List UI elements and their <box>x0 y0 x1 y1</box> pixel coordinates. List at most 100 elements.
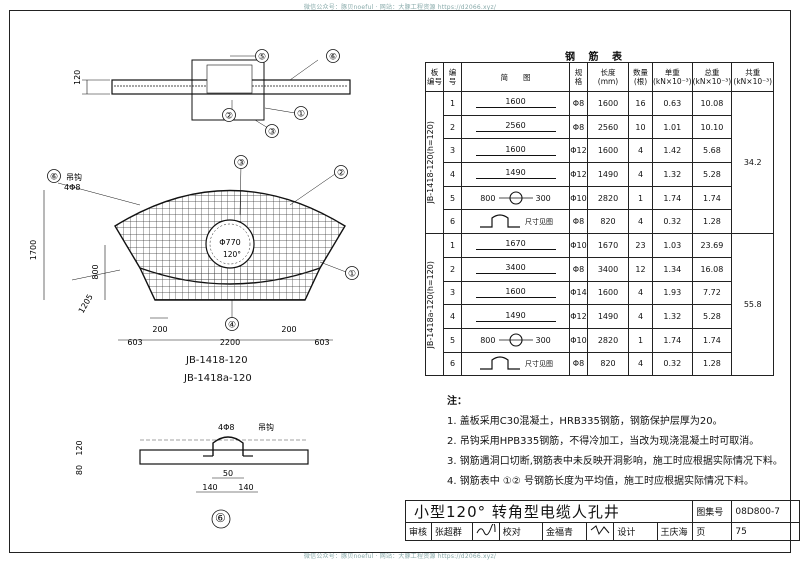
group-1-total: 34.2 <box>731 90 775 235</box>
row-no: 5 <box>443 185 462 211</box>
row-sketch: 800 300 <box>461 327 570 353</box>
callout-3-top: ③ <box>268 128 276 138</box>
rebar-straight-shape: 1490 <box>475 168 556 180</box>
group-2-name: JB-1418a-120(h=120) <box>426 260 435 349</box>
hook-label: 吊钩 <box>66 172 82 182</box>
row-sum: 1.74 <box>691 327 733 353</box>
row-qty: 4 <box>628 138 653 164</box>
row-sketch: 尺寸见图 <box>461 209 570 235</box>
callout-6-plan: ⑥ <box>50 173 58 183</box>
row-spec: Φ12 <box>569 304 588 329</box>
row-length: 1490 <box>587 304 629 329</box>
group-1-name: JB-1418-120(h=120) <box>426 121 435 204</box>
hole-diameter: Φ770 <box>219 238 241 247</box>
page-label: 页 <box>692 522 733 541</box>
ring-dim-a: 800 <box>480 193 496 203</box>
row-unit: 0.63 <box>652 91 693 116</box>
row-sum: 7.72 <box>691 280 733 306</box>
reviewer-signature <box>471 522 500 541</box>
callout-4-plan: ④ <box>228 321 236 331</box>
row-spec: Φ8 <box>569 351 588 377</box>
dim-140-left: 140 <box>202 483 217 492</box>
drawing-title: 小型120° 转角型电缆人孔井 <box>404 500 694 523</box>
row-no: 5 <box>443 327 462 353</box>
row-length: 820 <box>587 351 629 377</box>
row-no: 1 <box>443 91 462 116</box>
dim-120-detail: 120 <box>75 440 84 455</box>
row-length: 1600 <box>587 280 629 306</box>
dim-200-right: 200 <box>281 325 296 334</box>
shape-note: 尺寸见图 <box>525 217 553 226</box>
atlas-number: 08D800-7 <box>731 500 800 523</box>
row-sketch: 1600 <box>461 138 570 164</box>
rebar-straight-shape: 2560 <box>475 121 556 133</box>
callout-2-top: ② <box>225 112 233 122</box>
callout-5-top: ⑤ <box>258 53 266 63</box>
ring-dim-a: 800 <box>480 335 496 345</box>
page-number: 75 <box>731 522 800 541</box>
table-row: 6 尺寸见图 Φ8 820 4 0.32 1.28 <box>426 209 774 235</box>
table-row: 4 1490 Φ12 1490 4 1.32 5.28 <box>426 162 774 187</box>
table-row: 3 1600 Φ14 1600 4 1.93 7.72 <box>426 280 774 306</box>
checker-name: 金福青 <box>541 522 588 541</box>
row-no: 2 <box>443 114 462 140</box>
note-item: 2. 吊钩采用HPB335钢筋，不得冷加工，当改为现浇混凝土时可取消。 <box>447 436 760 447</box>
check-label: 校对 <box>498 522 543 541</box>
row-qty: 4 <box>628 209 653 235</box>
row-unit: 1.74 <box>652 327 693 353</box>
review-label: 审核 <box>405 522 432 541</box>
row-no: 3 <box>443 138 462 164</box>
header-board-no: 板编号 <box>425 62 444 92</box>
row-unit: 1.42 <box>652 138 693 164</box>
row-qty: 4 <box>628 304 653 329</box>
plan-view: Φ770 120° 1700 800 1205 200 200 603 2200… <box>29 155 359 347</box>
detail-title: ⑥ <box>215 511 226 525</box>
header-length: 长度(mm) <box>587 62 629 92</box>
row-no: 3 <box>443 280 462 306</box>
row-spec: Φ14 <box>569 280 588 306</box>
callout-1-top: ① <box>297 110 305 120</box>
row-no: 1 <box>443 233 462 258</box>
plan-title-1: JB-1418-120 <box>186 355 248 366</box>
row-sum: 23.69 <box>691 233 733 258</box>
table-row: 4 1490 Φ12 1490 4 1.32 5.28 <box>426 304 774 329</box>
note-item: 4. 钢筋表中 ①② 号钢筋长度为平均值，施工时应根据实际情况下料。 <box>447 476 755 487</box>
row-length: 1670 <box>587 233 629 258</box>
row-sum: 1.28 <box>691 351 733 377</box>
row-length: 1490 <box>587 162 629 187</box>
designer-name: 王庆海 <box>656 522 694 541</box>
row-spec: Φ8 <box>569 91 588 116</box>
row-spec: Φ10 <box>569 327 588 353</box>
ring-rebar-icon <box>498 333 533 347</box>
notes-heading: 注： <box>447 396 467 407</box>
table-row: 2 3400 Φ8 3400 12 1.34 16.08 <box>426 256 774 282</box>
row-spec: Φ10 <box>569 185 588 211</box>
callout-2-plan: ② <box>337 169 345 179</box>
note-item: 1. 盖板采用C30混凝土，HRB335钢筋，钢筋保护层厚为20。 <box>447 416 723 427</box>
table-row: 5 800 300 Φ10 2820 1 1.74 1.74 <box>426 185 774 211</box>
watermark-bottom: 微信公众号：豚贝noeful · 网站：大豚工程资源 https://d2066… <box>303 553 497 560</box>
top-section-view: 120 ⑤ ⑥ ② ③ ① <box>73 49 351 138</box>
rebar-straight-shape: 1490 <box>475 311 556 322</box>
row-no: 6 <box>443 209 462 235</box>
rebar-table: 板编号 编号 简 图 规格 长度(mm) 数量(根) 单重(kN×10⁻³) 总… <box>425 62 775 377</box>
header-total-weight: 总重(kN×10⁻³) <box>691 62 733 92</box>
table-row: 6 尺寸见图 Φ8 820 4 0.32 1.28 <box>426 351 774 377</box>
row-length: 2560 <box>587 114 629 140</box>
atlas-label: 图集号 <box>692 500 733 523</box>
row-length: 820 <box>587 209 629 235</box>
hook-spec-detail: 4Φ8 <box>218 423 234 432</box>
ring-dim-b: 300 <box>535 335 551 345</box>
rebar-straight-shape: 3400 <box>475 263 556 275</box>
callout-6-top: ⑥ <box>329 53 337 63</box>
row-no: 6 <box>443 351 462 377</box>
row-qty: 4 <box>628 351 653 377</box>
row-qty: 16 <box>628 91 653 116</box>
row-sum: 16.08 <box>691 256 733 282</box>
table-row: JB-1418-120(h=120) 1 1600 Φ8 1600 16 0.6… <box>425 90 775 235</box>
row-unit: 1.34 <box>652 256 693 282</box>
row-sum: 1.28 <box>691 209 733 235</box>
table-header-row: 板编号 编号 简 图 规格 长度(mm) 数量(根) 单重(kN×10⁻³) 总… <box>425 62 775 92</box>
plan-title-2: JB-1418a-120 <box>184 373 252 384</box>
row-sum: 5.68 <box>691 138 733 164</box>
